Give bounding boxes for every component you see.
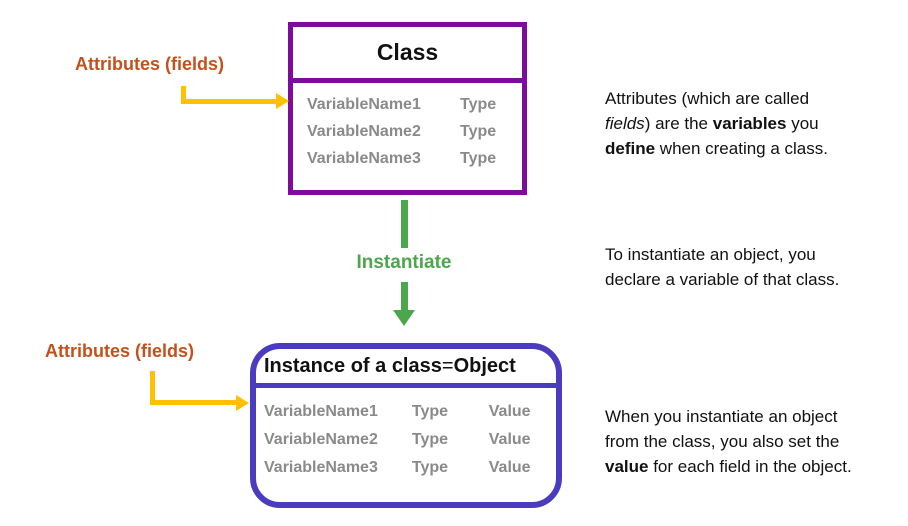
note-instantiate: To instantiate an object, you declare a … [605,242,905,292]
field-type: Type [460,149,497,167]
note-line: from the class, you also set the [605,432,840,451]
field-name: VariableName1 [307,95,421,113]
field-name: VariableName3 [264,459,378,476]
instantiate-label: Instantiate [356,252,452,273]
note-line: When you instantiate an object [605,407,838,426]
arrow-head-icon [393,310,415,326]
note-instance-values: When you instantiate an object from the … [605,404,905,479]
field-type: Type [411,459,449,476]
field-name: VariableName1 [264,403,378,420]
field-name: VariableName2 [307,122,421,140]
class-box-fields: VariableName1 Type VariableName2 Type Va… [293,83,522,172]
instance-field-row: VariableName1 Type Value [264,398,556,426]
arrow-segment [401,282,408,310]
arrow-segment [181,99,276,104]
arrow-segment [181,86,186,102]
instance-box: Instance of a class = Object VariableNam… [250,343,562,508]
note-line: declare a variable of that class. [605,270,840,289]
field-type: Type [411,431,449,448]
class-box: Class VariableName1 Type VariableName2 T… [288,22,527,195]
class-field-row: VariableName1 Type [307,91,522,118]
arrow-head-icon [236,395,249,411]
field-type: Type [460,95,497,113]
field-type: Type [460,122,497,140]
arrow-segment [401,200,408,248]
note-line: define when creating a class. [605,139,828,158]
field-value: Value [488,431,531,448]
note-class-attributes: Attributes (which are called fields) are… [605,86,905,161]
arrow-head-icon [276,93,289,109]
attributes-fields-label-top: Attributes (fields) [75,54,225,74]
class-box-title: Class [293,27,522,83]
field-value: Value [488,403,531,420]
instance-field-row: VariableName3 Type Value [264,454,556,482]
note-line: Attributes (which are called [605,89,810,108]
class-field-row: VariableName2 Type [307,118,522,145]
class-field-row: VariableName3 Type [307,145,522,172]
note-line: To instantiate an object, you [605,245,816,264]
arrow-segment [150,400,236,405]
note-line: fields) are the variables you [605,114,819,133]
instance-field-row: VariableName2 Type Value [264,426,556,454]
instance-box-title: Instance of a class = Object [256,349,556,388]
note-line: value for each field in the object. [605,457,852,476]
field-name: VariableName3 [307,149,421,167]
field-name: VariableName2 [264,431,378,448]
field-value: Value [488,459,531,476]
attributes-fields-label-bottom: Attributes (fields) [45,341,195,361]
instance-box-fields: VariableName1 Type Value VariableName2 T… [256,388,556,482]
field-type: Type [411,403,449,420]
arrow-segment [150,371,155,405]
